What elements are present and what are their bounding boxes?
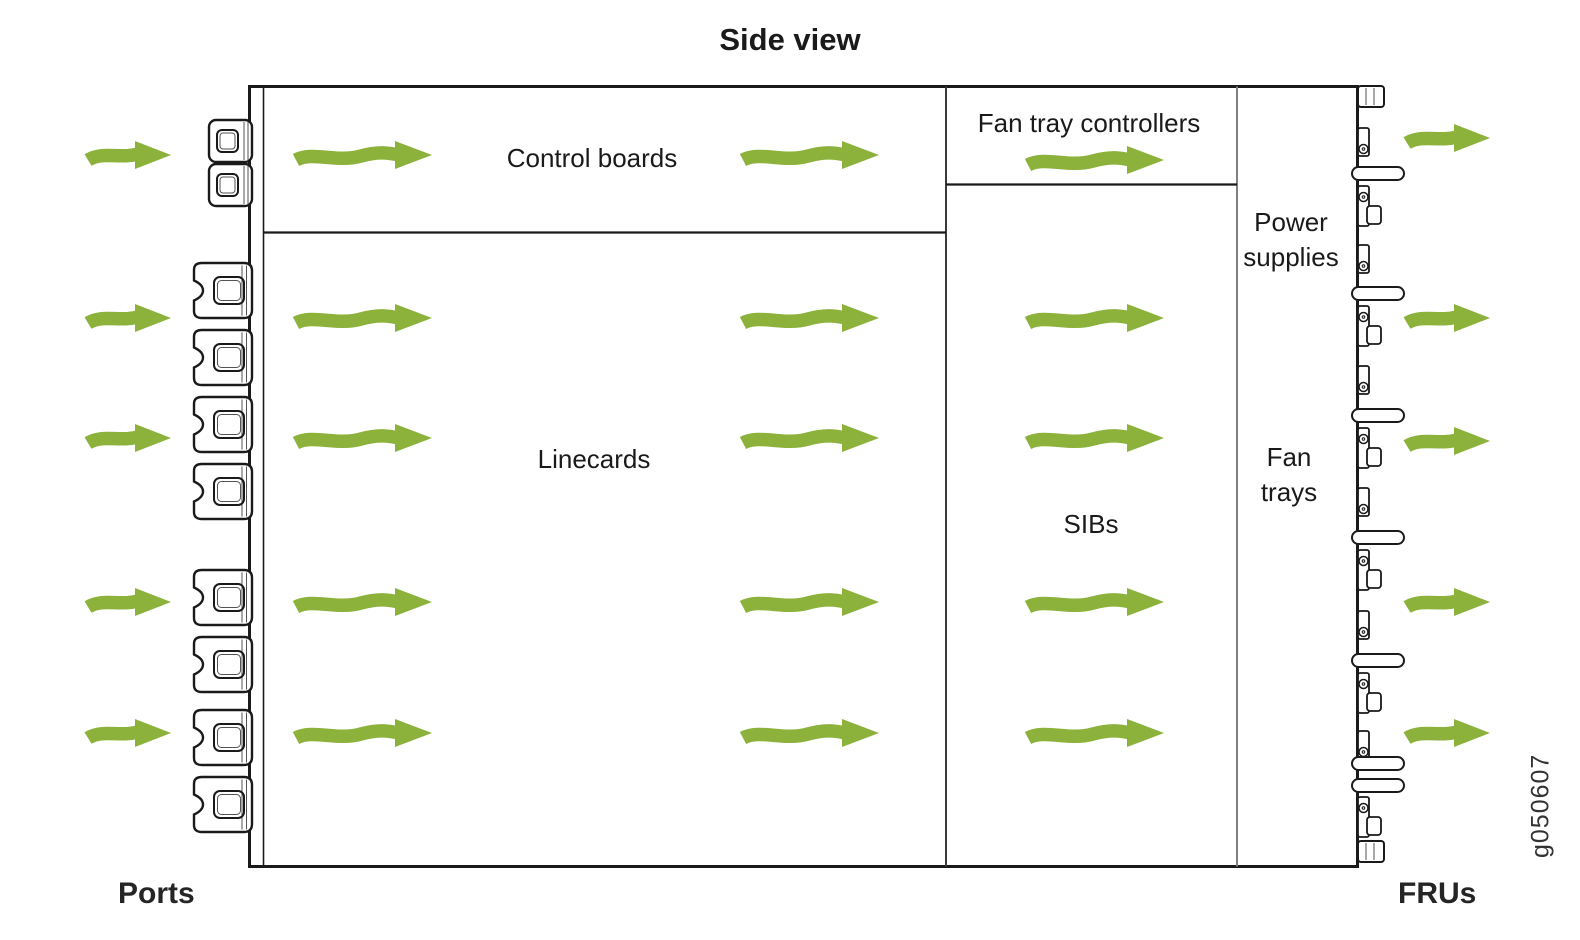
fan-tray-controllers-label: Fan tray controllers [977,108,1201,138]
fru-right-edge [1351,85,1405,863]
wavy-arrow-right-icon [1028,424,1164,452]
wavy-arrow-right-icon [1407,304,1490,332]
diagram-title: Side view [719,22,861,57]
wavy-arrow-right-icon [88,304,171,332]
linecards-label: Linecards [537,444,651,474]
wavy-arrow-right-icon [1407,719,1490,747]
wavy-arrow-right-icon [296,304,432,332]
power-supplies-label: Power supplies [1243,207,1339,272]
wavy-arrow-right-icon [88,588,171,616]
wavy-arrow-right-icon [1407,124,1490,152]
control-boards-label: Control boards [506,143,678,173]
wavy-arrow-right-icon [1028,146,1164,174]
wavy-arrow-right-icon [743,304,879,332]
wavy-arrow-right-icon [88,719,171,747]
wavy-arrow-right-icon [1028,719,1164,747]
frus-caption: FRUs [1398,877,1477,910]
ports-left-edge [192,118,254,834]
wavy-arrow-right-icon [296,141,432,169]
figure-id-label: g050607 [1526,753,1555,859]
wavy-arrow-right-icon [296,588,432,616]
wavy-arrow-right-icon [743,424,879,452]
wavy-arrow-right-icon [1028,304,1164,332]
wavy-arrow-right-icon [743,588,879,616]
wavy-arrow-right-icon [1028,588,1164,616]
chassis-outline [248,85,1359,868]
wavy-arrow-right-icon [296,424,432,452]
wavy-arrow-right-icon [743,719,879,747]
wavy-arrow-right-icon [88,424,171,452]
wavy-arrow-right-icon [296,719,432,747]
fan-trays-label: Fan trays [1260,442,1318,507]
wavy-arrow-right-icon [1407,588,1490,616]
wavy-arrow-right-icon [1407,427,1490,455]
sibs-label: SIBs [1063,509,1119,539]
wavy-arrow-right-icon [88,141,171,169]
ports-caption: Ports [118,877,195,910]
wavy-arrow-right-icon [743,141,879,169]
